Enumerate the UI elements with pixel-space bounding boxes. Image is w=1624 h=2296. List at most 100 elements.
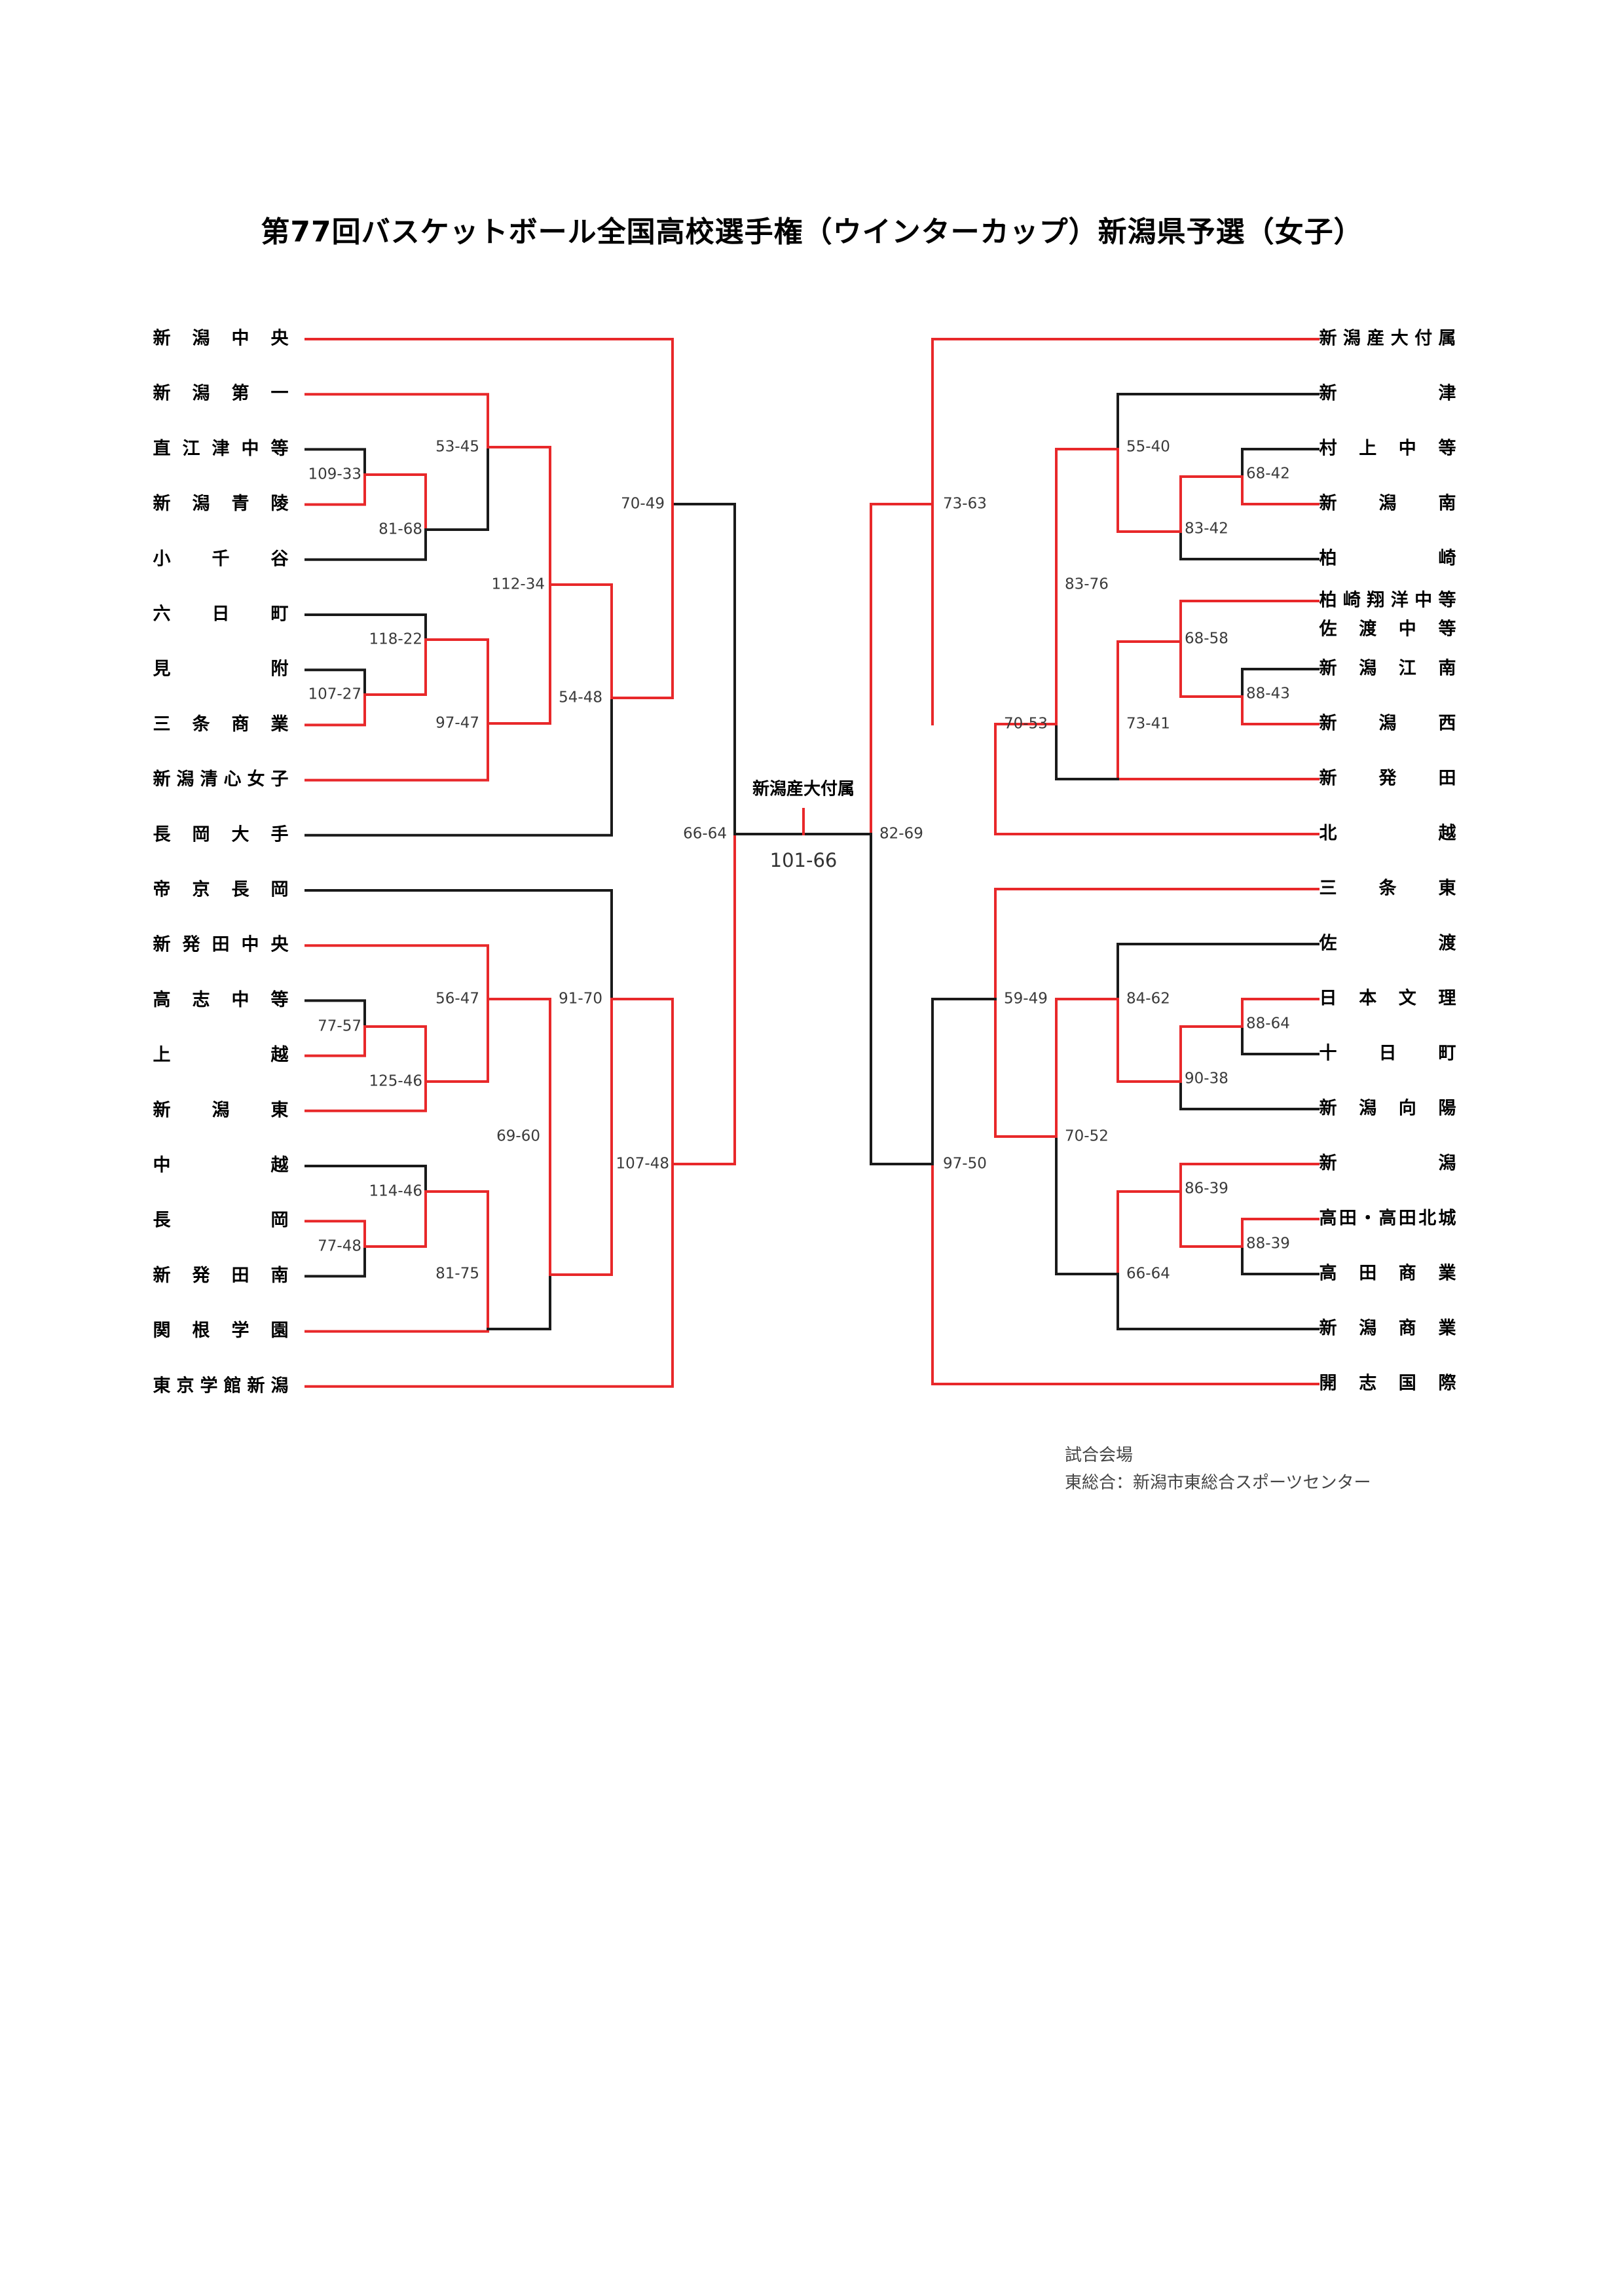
team-name: 上越 bbox=[153, 1045, 289, 1065]
match-score: 53-45 bbox=[435, 439, 479, 456]
match-score: 55-40 bbox=[1126, 439, 1170, 456]
match-score: 83-42 bbox=[1185, 520, 1228, 538]
bracket-line bbox=[304, 889, 613, 1138]
bracket-line bbox=[1179, 1190, 1244, 1248]
bracket-line bbox=[1116, 640, 1182, 780]
match-score: 112-34 bbox=[492, 576, 545, 593]
team-name: 見附 bbox=[153, 659, 289, 680]
page-title: 第77回バスケットボール全国高校選手権（ウインターカップ）新潟県予選（女子） bbox=[261, 215, 1363, 249]
match-score: 83-76 bbox=[1065, 576, 1109, 593]
bracket-line bbox=[870, 833, 934, 1165]
match-score: 88-39 bbox=[1246, 1235, 1290, 1252]
team-name: 新潟第一 bbox=[153, 383, 289, 404]
team-name: 小千谷 bbox=[153, 549, 289, 569]
bracket-line bbox=[1055, 998, 1119, 1138]
bracket-line bbox=[304, 668, 366, 696]
team-name: 関根学園 bbox=[153, 1320, 289, 1341]
bracket-line bbox=[1241, 1245, 1320, 1275]
bracket-line bbox=[1055, 448, 1119, 725]
bracket-line bbox=[931, 1163, 1320, 1385]
bracket-line bbox=[870, 503, 934, 835]
bracket-line bbox=[1179, 475, 1244, 533]
match-score: 59-49 bbox=[1004, 991, 1048, 1008]
team-name: 新潟清心女子 bbox=[153, 769, 289, 790]
team-name: 柏崎 bbox=[1320, 549, 1456, 569]
bracket-line bbox=[610, 998, 674, 1165]
bracket-line bbox=[1241, 1218, 1320, 1248]
match-score: 97-47 bbox=[435, 715, 479, 732]
bracket-line bbox=[671, 503, 736, 835]
match-score: 88-64 bbox=[1246, 1015, 1290, 1032]
bracket-line bbox=[304, 448, 366, 476]
team-name: 村上中等 bbox=[1320, 438, 1456, 459]
bracket-line bbox=[304, 528, 427, 561]
team-name: 高田・高田北城 bbox=[1320, 1208, 1456, 1229]
match-score: 77-48 bbox=[318, 1238, 361, 1255]
bracket-line bbox=[304, 693, 366, 727]
bracket-line bbox=[424, 446, 489, 531]
bracket-line bbox=[1241, 475, 1320, 505]
bracket-line bbox=[304, 1245, 366, 1278]
team-name: 新潟中央 bbox=[153, 328, 289, 349]
bracket-line bbox=[1116, 1190, 1182, 1275]
match-score: 81-68 bbox=[378, 521, 422, 538]
team-name: 新潟江南 bbox=[1320, 658, 1456, 679]
bracket-line bbox=[304, 722, 489, 782]
bracket-line bbox=[363, 473, 427, 531]
bracket-line bbox=[1241, 695, 1320, 725]
team-name: 高志中等 bbox=[153, 989, 289, 1010]
match-score: 70-49 bbox=[621, 496, 665, 513]
line-daiichi bbox=[304, 393, 489, 448]
team-name: 三条商業 bbox=[153, 714, 289, 735]
match-score: 54-48 bbox=[559, 689, 602, 706]
bracket-line bbox=[304, 944, 489, 1000]
team-name: 直江津中等 bbox=[153, 438, 289, 459]
bracket-line bbox=[487, 1273, 551, 1330]
team-name: 新潟東 bbox=[153, 1099, 289, 1120]
match-score: 69-60 bbox=[496, 1128, 540, 1145]
bracket-line bbox=[1241, 668, 1320, 698]
team-name: 新潟向陽 bbox=[1320, 1098, 1456, 1119]
bracket-line bbox=[487, 446, 551, 586]
team-name: 長岡 bbox=[153, 1211, 289, 1231]
bracket-line bbox=[1241, 448, 1320, 478]
match-score: 77-57 bbox=[318, 1018, 361, 1035]
bracket-line bbox=[304, 1163, 674, 1388]
team-name: 新潟南 bbox=[1320, 493, 1456, 514]
bracket-line bbox=[1179, 600, 1320, 643]
bracket-line bbox=[1179, 530, 1320, 560]
bracket-line bbox=[1116, 943, 1320, 1083]
bracket-line bbox=[363, 638, 427, 696]
bracket-line bbox=[994, 888, 1320, 1000]
bracket-line bbox=[304, 613, 427, 641]
bracket-line bbox=[931, 998, 997, 1165]
bracket-line bbox=[304, 1025, 366, 1057]
bracket-line bbox=[363, 1190, 427, 1248]
match-score: 107-27 bbox=[308, 686, 361, 703]
match-score: 56-47 bbox=[435, 991, 479, 1008]
team-name: 新潟西 bbox=[1320, 713, 1456, 734]
bracket-line bbox=[424, 998, 489, 1083]
bracket-line bbox=[487, 583, 551, 725]
bracket-line bbox=[1241, 1025, 1320, 1055]
team-name: 高田商業 bbox=[1320, 1263, 1456, 1284]
match-score: 84-62 bbox=[1126, 991, 1170, 1008]
team-name: 三条東 bbox=[1320, 879, 1456, 899]
bracket-line bbox=[304, 697, 613, 837]
match-score: 68-42 bbox=[1246, 465, 1290, 483]
bracket-line bbox=[1179, 1025, 1244, 1083]
match-score: 73-63 bbox=[943, 496, 987, 513]
bracket-line bbox=[1116, 448, 1182, 533]
team-name: 日本文理 bbox=[1320, 988, 1456, 1009]
team-name: 新潟産大付属 bbox=[1320, 328, 1456, 349]
team-name: 佐渡 bbox=[1319, 933, 1457, 954]
bracket-line bbox=[549, 1135, 613, 1276]
team-name: 新津 bbox=[1320, 383, 1456, 404]
bracket-line bbox=[424, 638, 489, 725]
match-score: 81-75 bbox=[435, 1266, 479, 1283]
final-score: 101-66 bbox=[770, 849, 838, 871]
match-score: 125-46 bbox=[369, 1073, 422, 1090]
match-score: 90-38 bbox=[1185, 1070, 1228, 1087]
team-name: 開志国際 bbox=[1320, 1374, 1456, 1394]
